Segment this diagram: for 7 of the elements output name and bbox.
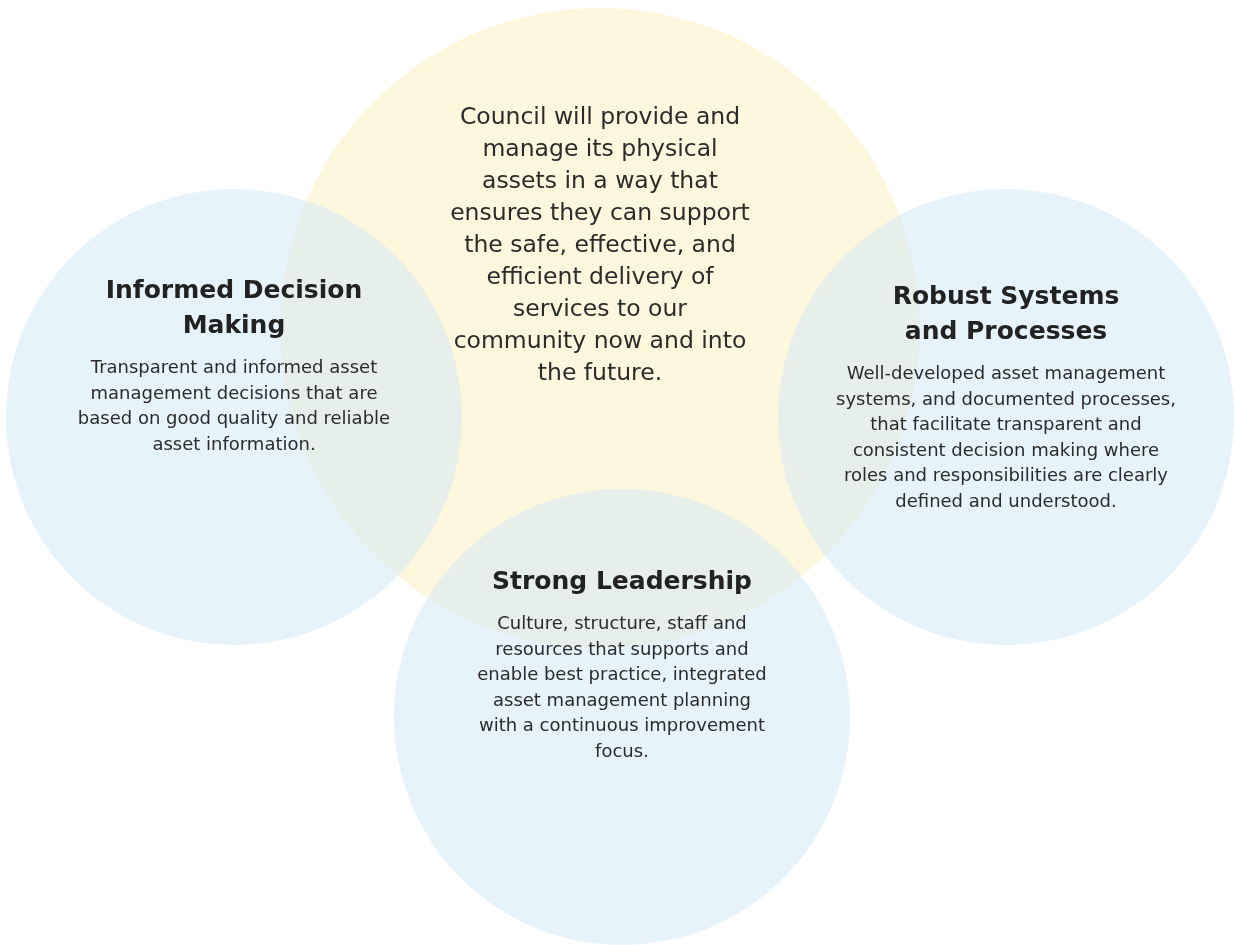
- circle-heading: Robust Systems and Processes: [891, 280, 1121, 347]
- circle-heading: Informed Decision Making: [104, 274, 364, 341]
- circle-description: Transparent and informed asset management decisions that are based on good quality and reliable asset information.: [76, 355, 392, 456]
- circle-description: Culture, structure, staff and resources that supports and enable best practice, integrated asset management planning with a continuous improvement focus.: [476, 611, 768, 763]
- statement-text: Council will provide and manage its physical assets in a way that ensures they can support the safe, effective, and efficient delivery of services to our community now and into the future.: [450, 101, 750, 388]
- circle-heading: Strong Leadership: [491, 565, 753, 597]
- circle-description: Well-developed asset management systems, and documented processes, that facilitate transparent and consistent decision making where roles and responsibilities are clearly defined and understood.: [835, 361, 1177, 513]
